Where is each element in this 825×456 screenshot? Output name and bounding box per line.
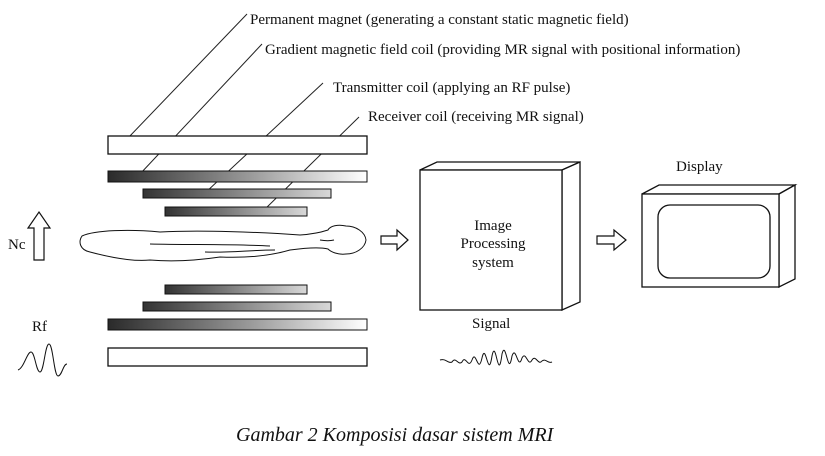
- label-nc: Nc: [8, 237, 26, 253]
- label-transmitter-coil: Transmitter coil (applying an RF pulse): [333, 80, 570, 96]
- label-receiver-coil: Receiver coil (receiving MR signal): [368, 109, 584, 125]
- figure-caption: Gambar 2 Komposisi dasar sistem MRI: [236, 424, 555, 446]
- receiver-coil-top: [164, 206, 308, 217]
- image-processing-box: [419, 160, 581, 312]
- permanent-magnet-top: [107, 135, 368, 155]
- permanent-magnet-bottom: [107, 347, 368, 367]
- gradient-coil-bottom: [107, 318, 368, 331]
- signal-wave: [439, 349, 553, 366]
- arrow-to-processing: [380, 228, 409, 252]
- label-gradient-coil: Gradient magnetic field coil (providing …: [265, 42, 740, 58]
- display-screen: [657, 204, 771, 279]
- gradient-coil-top: [107, 170, 368, 183]
- transmitter-coil-bottom: [142, 301, 332, 312]
- processing-label-line-1: Image: [474, 218, 512, 234]
- processing-label-line-3: system: [472, 255, 514, 271]
- patient-body: [79, 224, 367, 262]
- label-permanent-magnet: Permanent magnet (generating a constant …: [250, 12, 629, 28]
- nc-arrow: [26, 210, 52, 261]
- leader-permanent-magnet: [127, 13, 248, 139]
- label-rf: Rf: [32, 319, 47, 335]
- label-display: Display: [676, 159, 723, 175]
- arrow-to-display: [596, 228, 627, 252]
- transmitter-coil-top: [142, 188, 332, 199]
- display-monitor: [641, 183, 798, 289]
- processing-label-line-2: Processing: [461, 236, 526, 252]
- rf-wave: [17, 343, 68, 377]
- receiver-coil-bottom: [164, 284, 308, 295]
- label-signal: Signal: [472, 316, 510, 332]
